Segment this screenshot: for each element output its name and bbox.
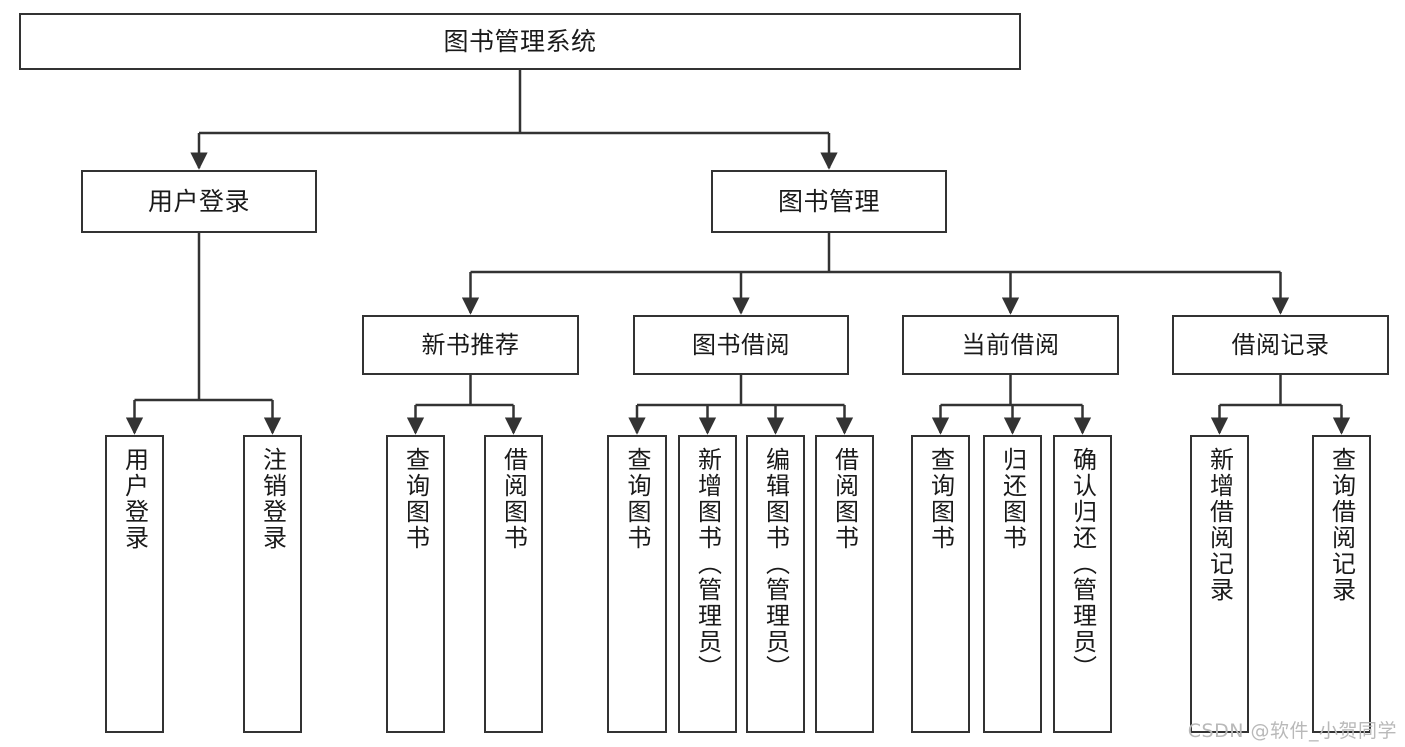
- node-label: 新增图书（管理员）: [693, 447, 722, 681]
- node-leaf-query-book-2[interactable]: 查询图书: [607, 435, 667, 733]
- node-leaf-edit-book[interactable]: 编辑图书（管理员）: [746, 435, 805, 733]
- node-new-book-rec[interactable]: 新书推荐: [362, 315, 579, 375]
- node-leaf-query-book-3[interactable]: 查询图书: [911, 435, 970, 733]
- node-label: 图书管理系统: [443, 26, 597, 56]
- node-leaf-query-record[interactable]: 查询借阅记录: [1312, 435, 1371, 733]
- node-label: 借阅图书: [499, 447, 528, 551]
- node-label: 图书借阅: [692, 330, 790, 359]
- node-label: 新增借阅记录: [1205, 447, 1234, 603]
- node-label: 借阅记录: [1231, 330, 1330, 359]
- node-leaf-borrow-book-1[interactable]: 借阅图书: [484, 435, 543, 733]
- node-label: 用户登录: [120, 447, 149, 551]
- node-label: 查询图书: [401, 447, 430, 551]
- node-book-borrow[interactable]: 图书借阅: [633, 315, 849, 375]
- node-root[interactable]: 图书管理系统: [19, 13, 1021, 70]
- edge-paths: [125, 70, 1351, 435]
- node-leaf-add-record[interactable]: 新增借阅记录: [1190, 435, 1249, 733]
- node-borrow-record[interactable]: 借阅记录: [1172, 315, 1389, 375]
- node-label: 查询图书: [623, 447, 651, 551]
- node-leaf-logout[interactable]: 注销登录: [243, 435, 302, 733]
- node-user-login[interactable]: 用户登录: [81, 170, 317, 233]
- node-label: 借阅图书: [830, 447, 859, 551]
- node-current-borrow[interactable]: 当前借阅: [902, 315, 1119, 375]
- node-leaf-borrow-book-2[interactable]: 借阅图书: [815, 435, 874, 733]
- node-leaf-return-book[interactable]: 归还图书: [983, 435, 1042, 733]
- node-leaf-add-book[interactable]: 新增图书（管理员）: [678, 435, 737, 733]
- node-leaf-confirm-return[interactable]: 确认归还（管理员）: [1053, 435, 1112, 733]
- node-label: 当前借阅: [961, 330, 1060, 359]
- node-label: 查询图书: [926, 447, 955, 551]
- node-label: 图书管理: [777, 186, 880, 216]
- node-label: 用户登录: [147, 186, 250, 216]
- csdn-watermark: CSDN @软件_小贺同学: [1187, 720, 1397, 742]
- node-label: 归还图书: [998, 447, 1027, 551]
- node-leaf-query-book-1[interactable]: 查询图书: [386, 435, 445, 733]
- node-label: 新书推荐: [421, 330, 520, 359]
- node-leaf-user-login[interactable]: 用户登录: [105, 435, 164, 733]
- node-label: 确认归还（管理员）: [1068, 447, 1097, 681]
- node-label: 注销登录: [258, 447, 287, 551]
- node-label: 查询借阅记录: [1327, 447, 1356, 603]
- node-book-manage[interactable]: 图书管理: [711, 170, 947, 233]
- node-label: 编辑图书（管理员）: [761, 447, 790, 681]
